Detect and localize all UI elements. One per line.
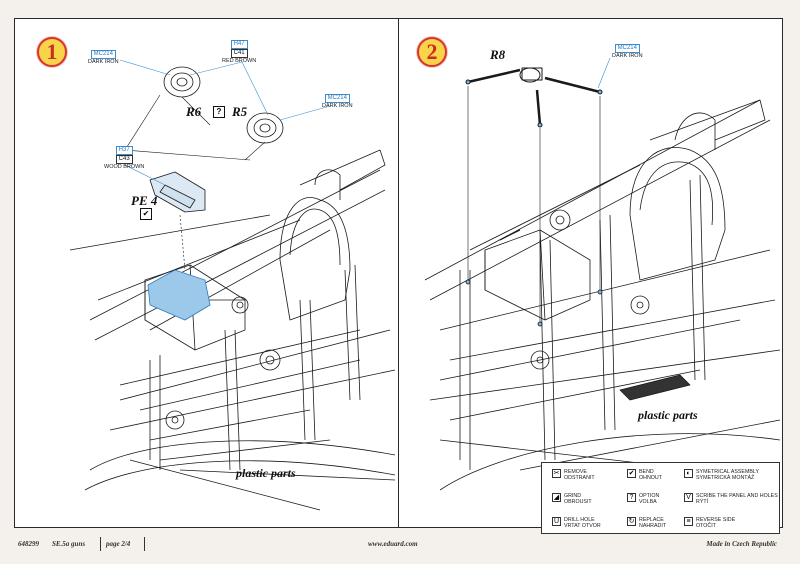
legend-label-cz: NAHRADIT	[639, 523, 667, 529]
replace-icon: ↻	[627, 517, 636, 526]
part-label-r6: R6	[186, 104, 202, 119]
paint-code-h: H37	[115, 146, 133, 155]
step1-highlight-part	[147, 269, 211, 321]
page-footer: 648299 SE.5a guns page 2/4 www.eduard.co…	[14, 537, 783, 551]
legend-label: OPTION	[639, 493, 660, 499]
legend-label-cz: OTOČIT	[696, 523, 716, 529]
legend-label: REVERSE SIDE	[696, 517, 736, 523]
legend-label: SCRIBE THE PANEL AND HOLES	[696, 493, 778, 499]
scribe-icon: V	[684, 493, 693, 502]
legend-label: BEND	[639, 469, 654, 475]
legend-label: REMOVE	[564, 469, 587, 475]
drill-icon: U	[552, 517, 561, 526]
paint-name: WOOD BROWN	[104, 164, 145, 170]
legend-label: SYMETRICAL ASSEMBLY	[696, 469, 759, 475]
footer-divider	[144, 537, 145, 551]
footer-page-number: page 2/4	[106, 540, 131, 548]
legend-label: DRILL HOLE	[564, 517, 595, 523]
paint-callout-red-brown: H47 C41 RED BROWN	[222, 40, 256, 64]
footer-website: www.eduard.com	[368, 540, 418, 548]
part-label-r8: R8	[490, 47, 506, 62]
grind-icon: ◢	[552, 493, 561, 502]
footer-made-in: Made in Czech Republic	[706, 540, 777, 548]
step1-plastic-parts-label: plastic parts	[236, 466, 296, 480]
paint-callout-dark-iron-a: MC214 DARK IRON	[88, 50, 119, 65]
footer-product-name: SE.5a guns	[52, 540, 86, 548]
reverse-icon: ≡	[684, 517, 693, 526]
legend-label-cz: OBROUSIT	[564, 499, 592, 505]
paint-name: DARK IRON	[88, 59, 119, 65]
paint-code: MC214	[324, 94, 350, 103]
paint-code-c: C43	[115, 155, 133, 164]
part-label-r5: R5	[232, 104, 248, 119]
paint-callout-dark-iron-b: MC214 DARK IRON	[322, 94, 353, 109]
paint-callout-dark-iron: MC214 DARK IRON	[612, 44, 643, 59]
paint-name: DARK IRON	[612, 53, 643, 59]
paint-name: RED BROWN	[222, 58, 257, 64]
footer-catalog-number: 648299	[18, 540, 39, 548]
step2-plastic-parts-label: plastic parts	[638, 408, 698, 422]
footer-divider	[100, 537, 101, 551]
legend-label: REPLACE	[639, 517, 664, 523]
option-icon: ?	[213, 106, 225, 118]
legend-label-cz: RÝTÍ	[696, 499, 709, 505]
option-icon: ?	[627, 493, 636, 502]
step1-badge: 1	[37, 37, 67, 67]
symmetrical-icon: ◐	[684, 469, 693, 478]
remove-icon: ✂	[552, 469, 561, 478]
step2-badge: 2	[417, 37, 447, 67]
legend-label-cz: SYMETRICKÁ MONTÁŽ	[696, 475, 755, 481]
legend-label-cz: ODSTRANIT	[564, 475, 595, 481]
step1-fuselage-drawing	[69, 149, 396, 511]
bend-icon: ✔	[627, 469, 636, 478]
paint-code-c: C41	[230, 49, 248, 58]
step1-detail-parts	[149, 66, 284, 213]
legend-label-cz: OHNOUT	[639, 475, 662, 481]
bend-icon: ✔	[140, 208, 152, 220]
legend-label-cz: VRTAT OTVOR	[564, 523, 601, 529]
paint-code: MC214	[614, 44, 640, 53]
legend-label: GRIND	[564, 493, 582, 499]
paint-code-h: H47	[230, 40, 248, 49]
step2-r8-part	[465, 67, 603, 128]
part-label-pe4: PE 4	[131, 193, 158, 208]
panel-divider	[398, 18, 399, 528]
legend-label-cz: VOLBA	[639, 499, 657, 505]
paint-name: DARK IRON	[322, 103, 353, 109]
paint-callout-wood-brown: H37 C43 WOOD BROWN	[104, 146, 144, 170]
step2-fuselage-drawing	[424, 99, 781, 491]
paint-code: MC214	[90, 50, 116, 59]
